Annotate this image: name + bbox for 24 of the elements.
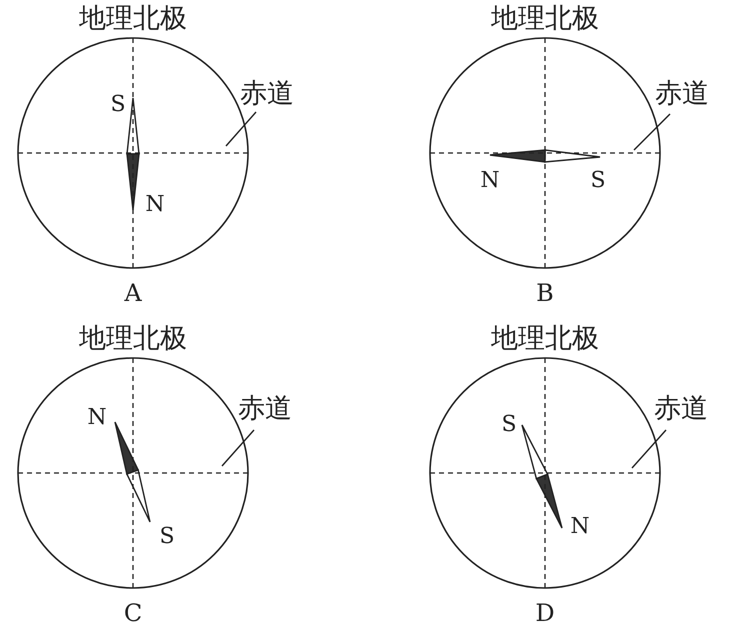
panel-label: B xyxy=(535,281,555,305)
pole-letter: N xyxy=(145,194,165,216)
pole-letter: N xyxy=(480,170,500,192)
equator-label: 赤道 xyxy=(654,395,708,422)
pole-letter: S xyxy=(589,170,607,192)
equator-label: 赤道 xyxy=(238,395,292,422)
pole-label: 地理北极 xyxy=(78,325,188,352)
panel-label: D xyxy=(534,601,556,625)
pole-letter: S xyxy=(109,94,127,116)
leader-line xyxy=(634,114,670,150)
pole-letter: N xyxy=(570,516,590,538)
equator-label: 赤道 xyxy=(655,80,709,107)
panel-label: C xyxy=(122,601,144,625)
pole-letter: S xyxy=(500,414,518,436)
panel-label: A xyxy=(123,281,143,305)
equator-label: 赤道 xyxy=(240,80,294,107)
leader-line xyxy=(225,112,257,146)
pole-label: 地理北极 xyxy=(490,5,600,32)
leader-line xyxy=(221,430,255,466)
leader-line xyxy=(631,430,667,468)
pole-letter: S xyxy=(158,526,176,548)
pole-label: 地理北极 xyxy=(490,325,600,352)
pole-label: 地理北极 xyxy=(78,5,188,32)
pole-letter: N xyxy=(87,407,107,429)
